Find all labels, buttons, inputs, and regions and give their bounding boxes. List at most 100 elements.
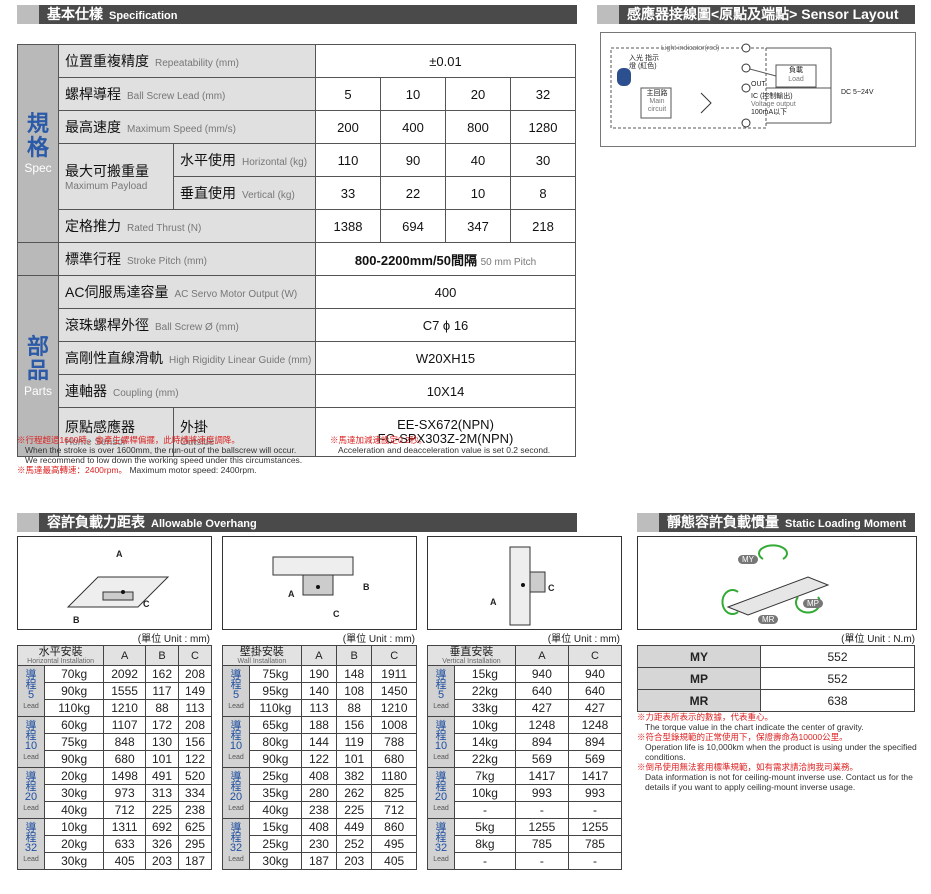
col-header: A	[300, 645, 338, 666]
cell: 848	[103, 733, 146, 751]
cell: 405	[371, 852, 417, 870]
cell: 200	[315, 110, 381, 144]
cell: 8	[510, 176, 576, 210]
cell: 22kg	[454, 750, 516, 768]
cell: 25kg	[249, 767, 302, 785]
cell: 60kg	[43, 716, 105, 734]
cell: 10	[445, 176, 511, 210]
cell: 785	[567, 835, 623, 853]
fig-label-b: B	[73, 615, 80, 625]
led-label: 入光 指示燈 (紅色)	[629, 55, 659, 70]
cell: 101	[145, 750, 179, 768]
cell: 940	[567, 665, 623, 683]
col-header: C	[567, 645, 623, 666]
cell: 148	[336, 665, 373, 683]
cell: 993	[567, 784, 623, 802]
cell: -	[514, 801, 569, 819]
fig-label-mr: MR	[758, 615, 779, 624]
cell: 122	[300, 750, 338, 768]
cell: 825	[371, 784, 417, 802]
cell: 15kg	[454, 665, 516, 683]
fig-label-my: MY	[738, 555, 758, 564]
cell: 1450	[371, 682, 417, 700]
col-header: B	[145, 645, 179, 666]
cell: 1008	[371, 716, 417, 734]
cell: 10kg	[454, 716, 516, 734]
cell: 8kg	[454, 835, 516, 853]
cell: 110kg	[249, 699, 302, 717]
cell: 144	[300, 733, 338, 751]
cell: 22kg	[454, 682, 516, 700]
fig-label-c: C	[333, 609, 340, 619]
cell: 633	[103, 835, 146, 853]
cell: 122	[177, 750, 213, 768]
cell: 20	[445, 77, 511, 111]
cell: 625	[177, 818, 213, 836]
cell: 187	[300, 852, 338, 870]
fig-label-a: A	[116, 549, 123, 559]
cell: 692	[145, 818, 179, 836]
cell: 203	[336, 852, 373, 870]
accel-note: ※馬達加減速設定0.2秒。 Acceleration and deacceler…	[330, 435, 551, 455]
moment-figure: MY MP MR	[637, 536, 917, 630]
cell: 80kg	[249, 733, 302, 751]
cell: 30kg	[43, 784, 105, 802]
cell: 172	[145, 716, 179, 734]
cell: 149	[177, 682, 213, 700]
cell: 1255	[567, 818, 623, 836]
cell: 569	[514, 750, 569, 768]
unit-label: (單位 Unit : N.m)	[841, 634, 915, 645]
cell: 33	[315, 176, 381, 210]
cell: 40kg	[43, 801, 105, 819]
cell: 694	[380, 209, 446, 243]
fig-label-b: B	[363, 582, 370, 592]
cell: 187	[177, 852, 213, 870]
wall-figure: A B C	[222, 536, 417, 630]
cell: 347	[445, 209, 511, 243]
cell: 894	[567, 733, 623, 751]
cell: 1280	[510, 110, 576, 144]
cell: 1388	[315, 209, 381, 243]
cell: -	[454, 852, 516, 870]
cell: 569	[567, 750, 623, 768]
cell: 1417	[514, 767, 569, 785]
cell: 5kg	[454, 818, 516, 836]
cell: 95kg	[249, 682, 302, 700]
cell: 405	[103, 852, 146, 870]
cell: 894	[514, 733, 569, 751]
fig-label-mp: MP	[803, 599, 823, 608]
cell: 785	[514, 835, 569, 853]
cell: 75kg	[249, 665, 302, 683]
cell: 788	[371, 733, 417, 751]
cell: 313	[145, 784, 179, 802]
cell: 190	[300, 665, 338, 683]
cell: 400	[380, 110, 446, 144]
moment-notes: ※力距表所表示的數據，代表重心。 The torque value in the…	[637, 712, 917, 792]
